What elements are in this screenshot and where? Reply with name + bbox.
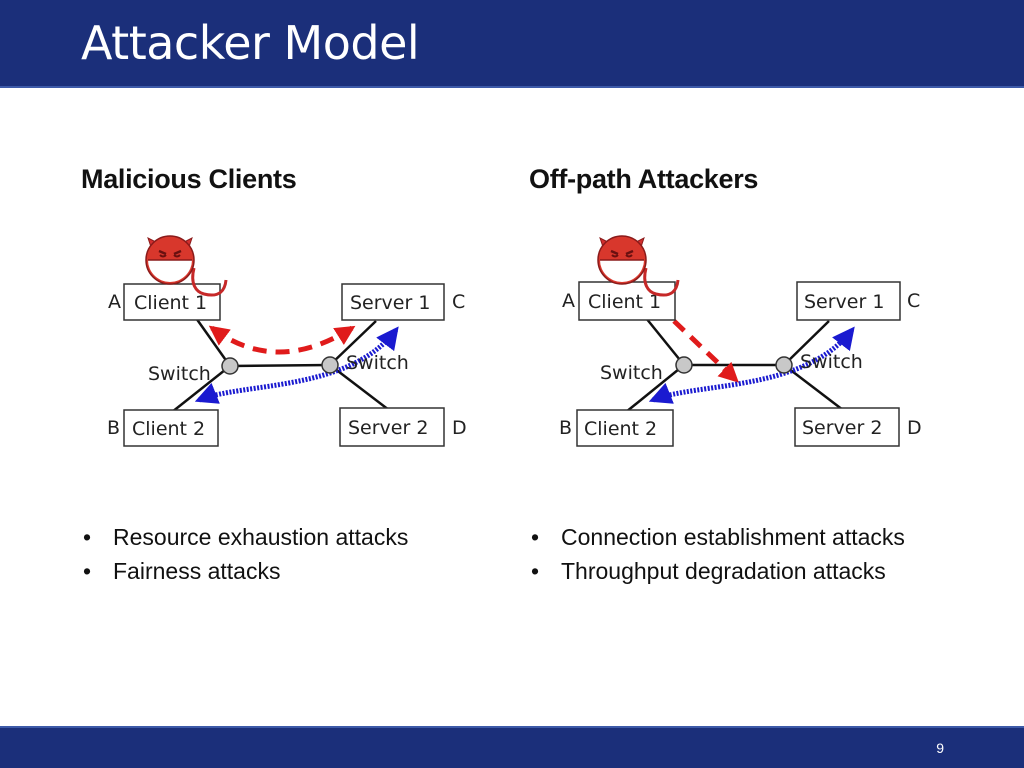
switch-node bbox=[775, 356, 793, 374]
switch-label: Switch bbox=[800, 351, 863, 373]
bullet-text: Connection establishment attacks bbox=[561, 524, 905, 550]
bullet-text: Resource exhaustion attacks bbox=[113, 524, 409, 550]
bullet-item: • Fairness attacks bbox=[81, 554, 408, 588]
switch-label: Switch bbox=[346, 352, 409, 374]
legit-traffic-arrow bbox=[194, 326, 399, 404]
node-letter: C bbox=[907, 290, 920, 312]
switch-label: Switch bbox=[148, 363, 211, 385]
server-2-node: Server 2 bbox=[339, 407, 445, 447]
node-letter: A bbox=[562, 290, 575, 312]
node-letter: D bbox=[907, 417, 922, 439]
switch-node bbox=[675, 356, 693, 374]
bullet-item: • Connection establishment attacks bbox=[529, 520, 905, 554]
devil-icon bbox=[145, 235, 228, 297]
bullet-text: Fairness attacks bbox=[113, 558, 281, 584]
title-bar: Attacker Model bbox=[0, 0, 1024, 88]
server-2-node: Server 2 bbox=[794, 407, 900, 447]
svg-text:Client 1: Client 1 bbox=[588, 291, 661, 313]
bullet-text: Throughput degradation attacks bbox=[561, 558, 886, 584]
server-1-node: Server 1 bbox=[796, 281, 901, 321]
svg-text:Client 2: Client 2 bbox=[132, 418, 205, 440]
slide-title: Attacker Model bbox=[81, 16, 420, 70]
node-letter: D bbox=[452, 417, 467, 439]
right-column-heading: Off-path Attackers bbox=[529, 164, 759, 194]
bullet-item: • Resource exhaustion attacks bbox=[81, 520, 408, 554]
client-1-node: Client 1 bbox=[578, 281, 676, 321]
node-letter: C bbox=[452, 291, 465, 313]
svg-text:Client 2: Client 2 bbox=[584, 418, 657, 440]
node-letter: B bbox=[559, 417, 572, 439]
attack-arrow bbox=[208, 325, 356, 355]
off-path-attackers-diagram: Switch Switch Client 1 A Client 2 B Serv… bbox=[556, 226, 926, 454]
client-2-node: Client 2 bbox=[576, 409, 674, 447]
malicious-clients-diagram: Switch Switch Client 1 A Client 2 B Serv… bbox=[104, 226, 474, 454]
switch-label: Switch bbox=[600, 362, 663, 384]
node-letter: B bbox=[107, 417, 120, 439]
svg-text:Server 1: Server 1 bbox=[804, 291, 884, 313]
malicious-clients-bullets: • Resource exhaustion attacks • Fairness a… bbox=[81, 520, 408, 588]
client-2-node: Client 2 bbox=[123, 409, 219, 447]
svg-text:Server 1: Server 1 bbox=[350, 292, 430, 314]
bullet-dot: • bbox=[83, 524, 92, 550]
footer-bar: 9 bbox=[0, 726, 1024, 768]
legit-traffic-arrow bbox=[648, 326, 855, 404]
bullet-item: • Throughput degradation attacks bbox=[529, 554, 905, 588]
left-column-heading: Malicious Clients bbox=[81, 164, 297, 194]
svg-text:Client 1: Client 1 bbox=[134, 292, 207, 314]
bullet-dot: • bbox=[531, 558, 540, 584]
node-letter: A bbox=[108, 291, 121, 313]
svg-text:Server 2: Server 2 bbox=[802, 417, 882, 439]
bullet-dot: • bbox=[83, 558, 92, 584]
server-1-node: Server 1 bbox=[341, 283, 445, 321]
devil-icon bbox=[597, 235, 680, 297]
page-number: 9 bbox=[936, 740, 944, 756]
off-path-attackers-bullets: • Connection establishment attacks • Throu… bbox=[529, 520, 905, 588]
switch-node bbox=[321, 356, 339, 374]
bullet-dot: • bbox=[531, 524, 540, 550]
switch-node bbox=[221, 357, 239, 375]
svg-text:Server 2: Server 2 bbox=[348, 417, 428, 439]
client-1-node: Client 1 bbox=[123, 283, 221, 321]
